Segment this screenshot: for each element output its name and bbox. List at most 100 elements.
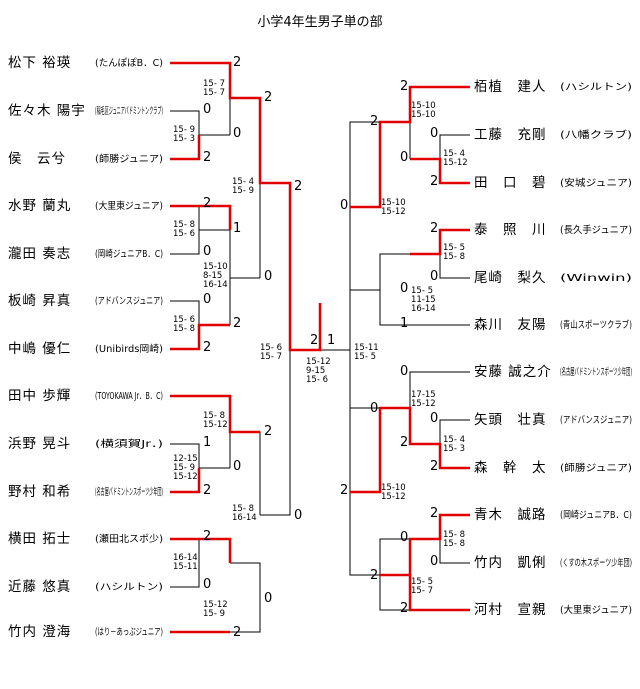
player-name: 松下 裕瑛 xyxy=(8,55,71,71)
match-score: 2 xyxy=(203,340,211,355)
match-score: 2 xyxy=(400,79,408,94)
player-club: (瀬田北スポ少) xyxy=(95,533,163,545)
game-score: 15- 9 xyxy=(173,125,195,135)
player-club: (師勝ジュニア) xyxy=(560,462,632,474)
match-score: 2 xyxy=(233,55,241,70)
game-scores: 15- 816-14 xyxy=(232,504,257,523)
player-name: 竹内 凱俐 xyxy=(474,555,547,571)
game-score: 15-12 xyxy=(173,472,198,482)
game-score: 17-15 xyxy=(411,390,436,400)
match-score: 0 xyxy=(233,126,241,141)
right-player-9: 森 幹 太 (師勝ジュニア) xyxy=(474,459,632,476)
match-score: 0 xyxy=(400,281,408,296)
right-player-3: 田 口 碧 (安城ジュニア) xyxy=(474,175,632,191)
match-score: 1 xyxy=(233,221,241,236)
game-score: 15- 7 xyxy=(411,586,433,596)
player-name: 田 口 碧 xyxy=(474,175,547,191)
player-name: 佐々木 陽宇 xyxy=(8,103,86,119)
game-score: 15-12 xyxy=(443,158,468,168)
player-club: (八幡クラブ) xyxy=(560,129,632,141)
winner-path xyxy=(170,204,232,230)
game-score: 15- 6 xyxy=(306,375,328,385)
match-score: 2 xyxy=(430,221,438,236)
player-club: (安城ジュニア) xyxy=(560,177,632,189)
match-score: 2 xyxy=(400,435,408,450)
game-score: 15- 8 xyxy=(443,530,465,540)
game-score: 16-14 xyxy=(232,513,257,523)
game-scores: 15- 415- 9 xyxy=(232,177,254,196)
game-score: 15- 6 xyxy=(260,343,282,353)
match-score: 0 xyxy=(430,269,438,284)
player-club: (岡崎ジュニアB．C) xyxy=(560,509,632,521)
game-score: 15- 6 xyxy=(173,315,195,325)
winner-path xyxy=(170,394,260,434)
game-score: 15- 7 xyxy=(260,352,282,362)
game-score: 15-12 xyxy=(203,600,228,610)
match-score: 0 xyxy=(400,530,408,545)
winner-path xyxy=(410,157,470,185)
left-player-12: 近藤 悠真 (ハシルトン) xyxy=(8,579,163,595)
player-club: (青山スポーツクラブ) xyxy=(560,319,632,331)
player-name: 森 幹 太 xyxy=(474,459,547,476)
player-club: (ハシルトン) xyxy=(95,582,163,593)
player-name: 青木 誠路 xyxy=(474,507,547,523)
game-score: 15-12 xyxy=(381,492,406,502)
right-player-2: 工藤 充剛(八幡クラブ) xyxy=(474,127,632,143)
player-club: (大里東ジュニア) xyxy=(560,604,632,616)
left-player-4: 水野 蘭丸(大里東ジュニア) xyxy=(8,198,163,214)
game-score: 15- 8 xyxy=(203,411,225,421)
winner-path xyxy=(408,513,470,575)
game-score: 15-11 xyxy=(354,343,379,353)
game-score: 16-14 xyxy=(411,304,436,314)
left-player-11: 横田 拓士 (瀬田北スポ少) xyxy=(8,531,163,547)
player-club: (師勝ジュニア) xyxy=(95,153,163,165)
left-player-5: 瀧田 奏志(岡崎ジュニアB．C) xyxy=(8,246,163,262)
winner-path xyxy=(170,135,201,161)
player-name: 野村 和希 xyxy=(8,484,71,500)
game-score: 15- 8 xyxy=(173,220,195,230)
match-score: 0 xyxy=(203,577,211,592)
game-score: 15-11 xyxy=(173,562,198,572)
match-score: 0 xyxy=(203,292,211,307)
game-score: 15- 3 xyxy=(443,444,465,454)
bracket-line xyxy=(170,562,261,633)
game-score: 15- 4 xyxy=(443,435,465,445)
player-name: 泰 照 川 xyxy=(474,222,547,238)
game-scores: 15- 415- 3 xyxy=(443,435,465,454)
winner-path xyxy=(170,61,322,352)
player-club: (はり－あっぷジュニア) xyxy=(95,627,163,638)
match-score: 2 xyxy=(203,483,211,498)
match-score: 2 xyxy=(370,568,378,583)
game-score: 9-15 xyxy=(306,366,325,376)
right-player-4: 泰 照 川 (長久手ジュニア) xyxy=(474,222,632,238)
game-score: 15-10 xyxy=(381,198,406,208)
left-player-2: 佐々木 陽宇 (稲毛区ジュニアバドミントンクラブ) xyxy=(8,103,163,119)
game-score: 15-10 xyxy=(411,110,436,120)
game-scores: 15- 415-12 xyxy=(443,149,468,168)
player-club: (名古屋バドミントンスポーツ少年団) xyxy=(560,366,632,378)
player-name: 横田 拓士 xyxy=(8,531,71,547)
winner-path xyxy=(350,406,470,494)
match-score: 0 xyxy=(264,269,272,284)
right-player-1: 栢植 建人(ハシルトン) xyxy=(474,79,632,95)
player-name: 近藤 悠真 xyxy=(8,579,71,595)
player-name: 浜野 晃斗 xyxy=(8,436,71,452)
right-player-7: 安藤 誠之介(名古屋バドミントンスポーツ少年団) xyxy=(474,364,632,380)
winner-path xyxy=(170,323,230,351)
game-scores: 15- 715- 7 xyxy=(203,79,225,98)
game-score: 15- 5 xyxy=(354,352,376,362)
game-score: 15-12 xyxy=(381,207,406,217)
match-score: 0 xyxy=(430,126,438,141)
player-name: 中嶋 優仁 xyxy=(8,341,71,357)
player-club: (稲毛区ジュニアバドミントンクラブ) xyxy=(95,105,163,117)
match-score: 2 xyxy=(203,529,211,544)
match-score: 2 xyxy=(264,424,272,439)
player-club: (長久手ジュニア) xyxy=(560,224,632,236)
match-score: 0 xyxy=(400,364,408,379)
game-score: 15- 3 xyxy=(173,134,195,144)
match-score: 2 xyxy=(340,483,348,498)
